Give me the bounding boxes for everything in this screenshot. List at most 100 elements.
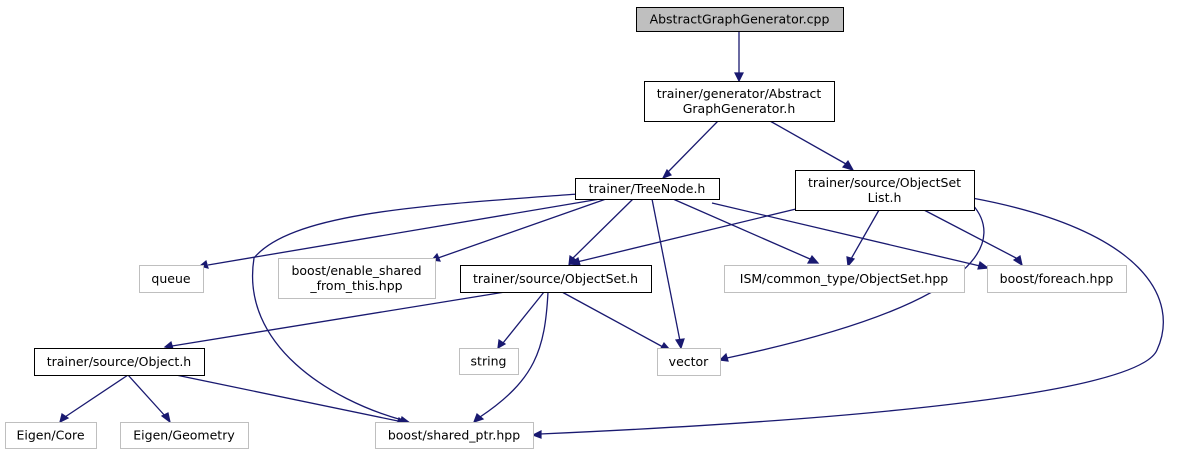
arrowhead — [734, 72, 744, 83]
node-label-line: AbstractGraphGenerator.cpp — [650, 12, 830, 27]
arrowhead — [806, 254, 820, 264]
node-box — [460, 265, 652, 293]
node-label-line: _from_this.hpp — [309, 278, 402, 293]
arrowhead — [160, 412, 171, 424]
arrowhead — [718, 352, 729, 362]
node-box — [575, 178, 720, 200]
arrowhead — [1012, 255, 1023, 267]
edge-objecth-to-eigencore — [59, 374, 129, 424]
edge-line — [572, 198, 634, 259]
node-objseth[interactable]: trainer/source/ObjectSet.h — [460, 265, 652, 293]
node-queue: queue — [139, 265, 204, 293]
edge-line — [576, 208, 797, 263]
arrowhead — [59, 413, 70, 424]
arrowhead — [472, 412, 485, 423]
node-ismobjset: ISM/common_type/ObjectSet.hpp — [724, 265, 965, 293]
edge-abstractgen-to-objsetlist — [769, 120, 855, 171]
arrowhead — [674, 338, 685, 350]
edge-line — [667, 120, 719, 173]
edge-line — [923, 209, 1019, 260]
edge-line — [175, 374, 399, 422]
edge-abstractgen-to-treenode — [661, 120, 719, 180]
edge-line — [207, 198, 601, 266]
node-string: string — [459, 348, 519, 375]
node-box — [34, 348, 205, 376]
edge-line — [651, 198, 681, 342]
edge-line — [171, 291, 506, 347]
node-abstractgen[interactable]: trainer/generator/AbstractGraphGenerator… — [644, 81, 835, 122]
edge-line — [127, 374, 167, 418]
arrowhead — [661, 168, 672, 180]
node-label-line: Eigen/Geometry — [133, 428, 235, 443]
node-label-line: boost/foreach.hpp — [1000, 271, 1114, 286]
node-box — [5, 422, 97, 449]
edge-objseth-to-objecth — [163, 291, 506, 350]
node-box — [120, 422, 249, 449]
node-label-line: Eigen/Core — [16, 428, 84, 443]
edge-line — [850, 209, 880, 260]
node-box — [139, 265, 204, 293]
arrowhead — [531, 430, 542, 439]
node-eigencore: Eigen/Core — [5, 422, 97, 449]
edge-line — [64, 374, 129, 418]
edge-objsetlist-to-sharedptr — [531, 197, 1164, 439]
node-objecth[interactable]: trainer/source/Object.h — [34, 348, 205, 376]
node-label-line: string — [471, 354, 507, 369]
node-box — [657, 348, 721, 376]
node-root[interactable]: AbstractGraphGenerator.cpp — [636, 7, 844, 32]
node-label-line: trainer/source/Object.h — [47, 354, 191, 369]
edge-line — [251, 193, 579, 421]
edge-objsetlist-to-ismobjset — [846, 209, 880, 268]
edge-objseth-to-vector — [561, 291, 672, 351]
node-eigengeom: Eigen/Geometry — [120, 422, 249, 449]
edge-treenode-to-ismobjset — [672, 198, 820, 264]
node-box — [459, 348, 519, 375]
node-box — [724, 265, 965, 293]
node-label-line: List.h — [868, 190, 902, 205]
edge-objseth-to-sharedptr — [472, 291, 549, 423]
node-box — [278, 258, 436, 299]
node-enableshared: boost/enable_shared_from_this.hpp — [278, 258, 436, 299]
node-label-line: GraphGenerator.h — [683, 101, 796, 116]
arrowhead — [977, 260, 990, 270]
edge-line — [711, 202, 981, 267]
edge-root-to-abstractgen — [734, 31, 744, 83]
node-label-line: trainer/generator/Abstract — [657, 86, 822, 101]
arrowhead — [846, 256, 856, 268]
edge-line — [672, 198, 811, 260]
edge-objsetlist-to-foreach — [923, 209, 1023, 267]
node-label-line: trainer/source/ObjectSet — [808, 175, 961, 190]
node-box — [636, 7, 844, 32]
node-label-line: trainer/TreeNode.h — [589, 181, 706, 196]
edge-treenode-to-vector — [651, 198, 685, 350]
arrowhead — [163, 340, 174, 350]
node-label-line: boost/shared_ptr.hpp — [388, 428, 520, 443]
nodes-layer: AbstractGraphGenerator.cpp trainer/genera… — [5, 7, 1127, 449]
edge-treenode-to-foreach — [711, 202, 990, 270]
node-foreach: boost/foreach.hpp — [987, 265, 1127, 293]
edges-layer — [59, 31, 1164, 439]
node-treenode[interactable]: trainer/TreeNode.h — [575, 178, 720, 200]
edge-line — [502, 291, 545, 344]
edge-line — [539, 197, 1164, 435]
edge-objseth-to-string — [497, 291, 545, 350]
node-box — [987, 265, 1127, 293]
node-sharedptr: boost/shared_ptr.hpp — [375, 422, 534, 449]
edge-treenode-to-sharedptr — [251, 193, 579, 425]
edge-objsetlist-to-objseth — [568, 208, 797, 266]
node-vector: vector — [657, 348, 721, 376]
arrowhead — [568, 256, 581, 266]
node-box — [375, 422, 534, 449]
node-label-line: boost/enable_shared — [291, 263, 421, 278]
arrowhead — [497, 338, 507, 350]
arrowhead — [841, 159, 855, 171]
edge-objecth-to-eigengeom — [127, 374, 171, 424]
node-label-line: trainer/source/ObjectSet.h — [473, 271, 638, 286]
edge-line — [561, 291, 664, 348]
node-box — [795, 170, 975, 211]
edge-line — [479, 291, 549, 418]
node-label-line: queue — [151, 271, 190, 286]
edge-line — [769, 120, 847, 165]
